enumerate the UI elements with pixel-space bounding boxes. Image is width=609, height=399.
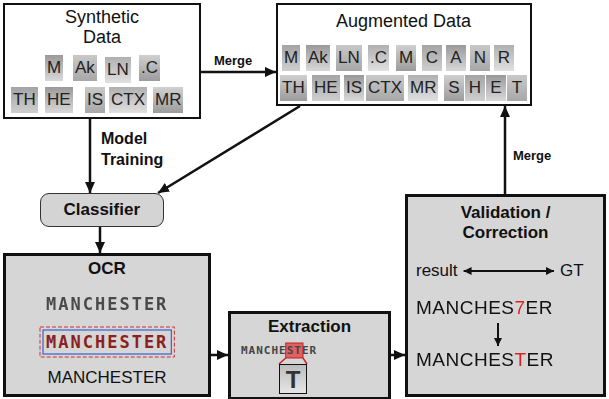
glyph-crop: HE xyxy=(312,75,340,101)
compare-label: result xyxy=(416,261,458,281)
glyph-crop: MR xyxy=(408,75,438,101)
detection-box xyxy=(40,327,174,357)
word-image: MANCHESTER xyxy=(46,294,168,314)
edge-label: Merge xyxy=(213,53,253,68)
glyph-crop: M xyxy=(396,45,416,71)
glyph-crop: .C xyxy=(139,55,160,81)
glyph-crop: IS xyxy=(85,87,105,113)
edge-label: Merge xyxy=(512,148,552,163)
connector-arrow xyxy=(211,354,228,357)
glyph-crop: LN xyxy=(336,45,362,71)
connector-arrow xyxy=(391,354,405,357)
compare-label: GT xyxy=(560,261,584,281)
box-title: OCR xyxy=(88,259,126,279)
glyph-crop: HE xyxy=(45,87,73,113)
glyph-crop: E xyxy=(486,75,506,101)
box-title: Extraction xyxy=(268,317,351,337)
classifier-box: Classifier xyxy=(40,193,164,227)
glyph-crop: T xyxy=(279,364,307,394)
box-title: Validation / Correction xyxy=(441,203,571,243)
corrected-result: MANCHESTER xyxy=(416,349,554,371)
connector-arrow xyxy=(89,119,92,193)
connector-arrow xyxy=(99,227,102,253)
compare-arrow xyxy=(464,270,554,272)
glyph-crop: Ak xyxy=(73,55,97,81)
edge-label: Model Training xyxy=(100,128,187,170)
glyph-crop: S xyxy=(444,75,464,101)
glyph-crop: CTX xyxy=(109,87,147,113)
connector-arrow xyxy=(504,106,507,194)
correction-arrow xyxy=(497,323,499,346)
data-box: Synthetic DataM Ak LN .C TH HE ISCTXMR xyxy=(3,3,201,119)
ocr-result: MANCHESTER xyxy=(48,368,167,388)
box-title: Augmented Data xyxy=(336,11,471,31)
glyph-crop: Ak xyxy=(306,45,330,71)
connector-arrow xyxy=(201,71,276,74)
box-title: Classifier xyxy=(64,200,141,220)
ocr-overlay-word: MANCHESTER xyxy=(46,332,168,352)
glyph-crop: R xyxy=(494,45,514,71)
box-title: Synthetic Data xyxy=(47,7,157,47)
glyph-crop: MR xyxy=(153,87,183,113)
data-box: Augmented DataMAkLN.CMCANRTHHEISCTXMRSHE… xyxy=(276,3,532,106)
glyph-crop: M xyxy=(45,55,63,81)
glyph-crop: TH xyxy=(11,87,38,113)
glyph-crop: A xyxy=(446,45,466,71)
process-box: Validation / Correction result GT MANCHES7E… xyxy=(405,194,606,397)
glyph-crop: CTX xyxy=(366,75,404,101)
process-box: ExtractionMANCHESTER T xyxy=(228,311,391,399)
ocr-result: MANCHES7ER xyxy=(416,297,553,319)
word-image: MANCHESTER xyxy=(241,344,317,358)
glyph-crop: C xyxy=(422,45,442,71)
glyph-crop: TH xyxy=(280,75,307,101)
glyph-crop: T xyxy=(507,75,527,101)
glyph-crop: M xyxy=(282,45,300,71)
detection-box xyxy=(43,330,171,354)
glyph-crop: LN xyxy=(105,57,131,83)
glyph-crop: IS xyxy=(344,75,364,101)
process-box: OCR MANCHESTER MANCHESTER MANCHESTER xyxy=(3,253,211,397)
glyph-crop: N xyxy=(470,45,490,71)
glyph-crop: H xyxy=(465,75,485,101)
glyph-crop: .C xyxy=(368,45,389,71)
